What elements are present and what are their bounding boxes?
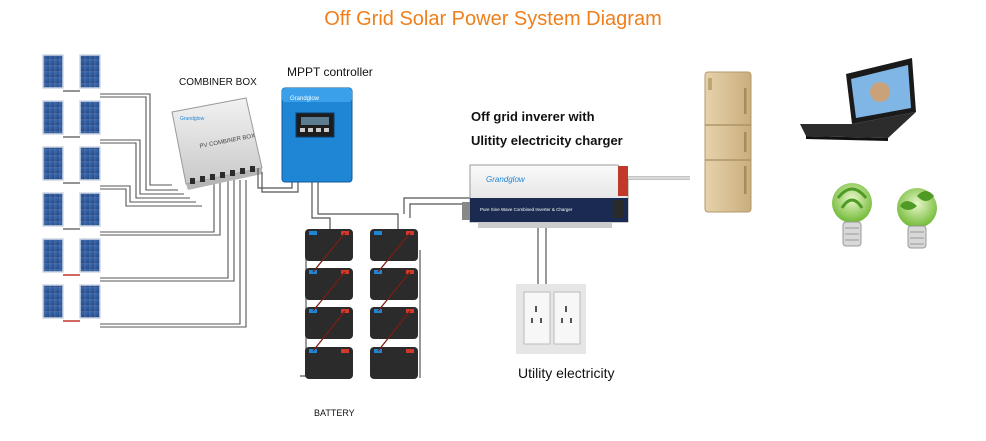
solar-panel-icon — [79, 100, 101, 135]
panel-series-links — [63, 274, 80, 322]
solar-panel-icon — [42, 146, 64, 181]
refrigerator-icon — [704, 71, 752, 213]
battery-interlinks — [312, 232, 411, 352]
panel-links — [63, 90, 80, 230]
solar-panel-icon — [79, 192, 101, 227]
inverter-brand: Grandglow — [486, 175, 526, 184]
solar-panel-icon — [79, 146, 101, 181]
mppt-controller: Grandglow — [281, 87, 353, 183]
battery-icon — [305, 229, 353, 261]
utility-socket-icon — [516, 284, 586, 354]
combiner-glands — [190, 166, 255, 184]
battery-label: BATTERY — [314, 408, 355, 418]
utility-wires — [537, 228, 547, 290]
diagram-title: Off Grid Solar Power System Diagram — [324, 8, 662, 30]
battery-icon — [305, 268, 353, 300]
solar-panel-icon — [42, 284, 64, 319]
inverter: Grandglow Pure Sine Wave Combined Invert… — [462, 164, 629, 228]
solar-array — [42, 54, 101, 319]
combiner-brand: Grandglow — [180, 116, 205, 122]
solar-panel-icon — [42, 100, 64, 135]
solar-panel-icon — [79, 238, 101, 273]
mppt-brand: Grandglow — [290, 96, 320, 102]
battery-icon — [305, 347, 353, 379]
light-bulb-icon — [897, 188, 937, 249]
combiner-box-label: COMBINER BOX — [179, 77, 257, 88]
solar-panel-icon — [79, 54, 101, 89]
panel-wires — [100, 93, 247, 328]
solar-panel-icon — [42, 54, 64, 89]
battery-bank — [305, 229, 418, 379]
inverter-label-line1: Off grid inverer with — [471, 109, 595, 124]
battery-icon — [305, 307, 353, 339]
solar-panel-icon — [42, 192, 64, 227]
laptop-icon — [800, 58, 916, 141]
light-bulb-icon — [832, 183, 872, 247]
battery-icon — [370, 347, 418, 379]
solar-panel-icon — [42, 238, 64, 273]
combiner-mppt-wires — [257, 168, 299, 193]
solar-panel-icon — [79, 284, 101, 319]
battery-icon — [370, 268, 418, 300]
combiner-box: Grandglow PV COMBINER BOX — [171, 97, 263, 190]
battery-icon — [370, 229, 418, 261]
inverter-panel-text: Pure Sine Wave Combined Inverter & Charg… — [480, 207, 573, 212]
battery-icon — [370, 307, 418, 339]
inverter-label-line2: Ulitity electricity charger — [471, 133, 623, 148]
mppt-controller-label: MPPT controller — [287, 65, 373, 79]
utility-electricity-label: Utility electricity — [518, 365, 615, 381]
